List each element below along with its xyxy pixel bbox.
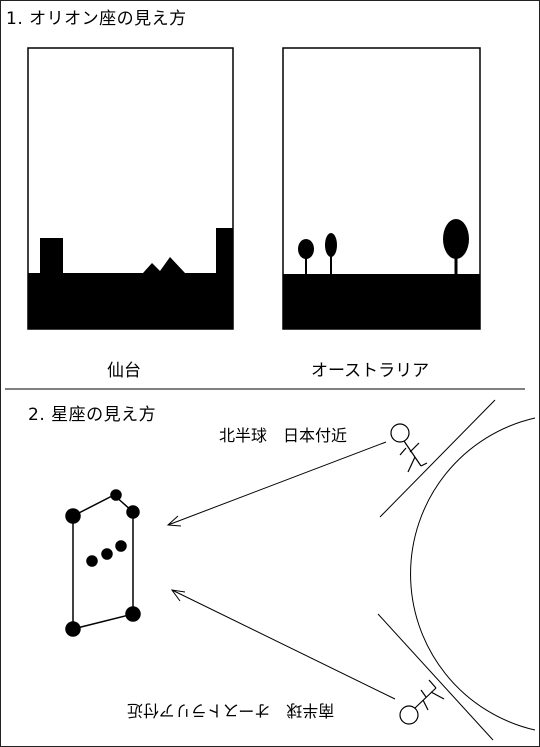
section-1-heading: 1. オリオン座の見え方	[6, 9, 187, 29]
australia-caption: オーストラリア	[311, 361, 430, 381]
sendai-caption: 仙台	[107, 361, 141, 381]
sendai-panel	[27, 47, 234, 330]
sight-lines	[166, 441, 396, 700]
south-observer-head	[399, 705, 419, 725]
star-belt-1	[86, 555, 98, 567]
star-belt-2	[101, 548, 113, 560]
south-observer	[399, 679, 445, 725]
tree-2	[325, 233, 337, 275]
star-belt-3	[115, 540, 127, 552]
south-arrowhead	[170, 589, 186, 602]
star-saiph	[65, 621, 81, 637]
earth-surface-arc	[410, 417, 536, 731]
section-2-heading: 2. 星座の見え方	[28, 405, 157, 425]
north-hemisphere-label: 北半球 日本付近	[219, 426, 348, 445]
earth-globe	[377, 399, 536, 741]
south-sight-line	[171, 589, 396, 700]
north-horizon-line	[379, 399, 496, 518]
australia-panel	[282, 47, 481, 330]
south-horizon-line	[377, 613, 494, 741]
tree-3	[443, 219, 469, 275]
north-observer	[390, 423, 428, 473]
orion-constellation	[65, 489, 141, 637]
north-observer-head	[390, 423, 410, 443]
tree-1	[298, 239, 314, 275]
north-arrowhead	[166, 515, 182, 527]
star-head	[126, 505, 140, 519]
star-rigel	[125, 606, 141, 622]
north-sight-line	[167, 441, 387, 526]
star-betelgeuse	[65, 508, 81, 524]
australia-ground	[283, 274, 480, 329]
sendai-city-skyline	[28, 228, 233, 329]
star-shoulder	[110, 489, 122, 501]
